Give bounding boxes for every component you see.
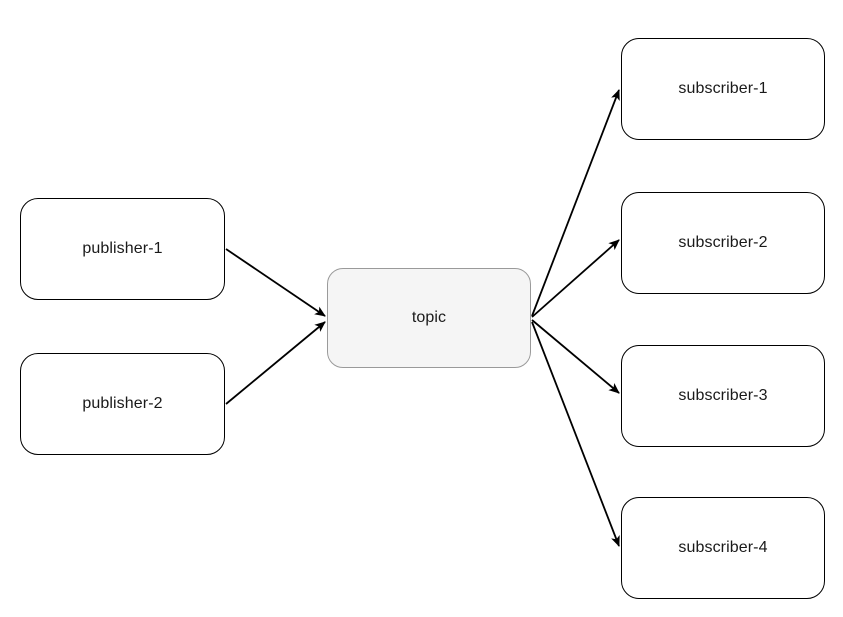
node-subscriber-1[interactable]: subscriber-1 xyxy=(621,38,825,140)
node-label: subscriber-4 xyxy=(678,539,768,557)
edge-topic-subscriber-2 xyxy=(531,239,620,318)
node-subscriber-3[interactable]: subscriber-3 xyxy=(621,345,825,447)
node-label: subscriber-2 xyxy=(678,234,768,252)
edge-topic-subscriber-3 xyxy=(531,319,620,394)
node-label: subscriber-1 xyxy=(678,80,768,98)
edge-group xyxy=(225,89,620,547)
node-subscriber-4[interactable]: subscriber-4 xyxy=(621,497,825,599)
node-topic[interactable]: topic xyxy=(327,268,531,368)
node-publisher-1[interactable]: publisher-1 xyxy=(20,198,225,300)
node-label: topic xyxy=(411,309,447,327)
edge-topic-subscriber-1 xyxy=(531,89,620,317)
edge-topic-subscriber-4 xyxy=(531,321,620,547)
node-label: subscriber-3 xyxy=(678,387,768,405)
edge-publisher-2-topic xyxy=(225,321,326,405)
node-label: publisher-2 xyxy=(82,395,163,413)
node-publisher-2[interactable]: publisher-2 xyxy=(20,353,225,455)
node-subscriber-2[interactable]: subscriber-2 xyxy=(621,192,825,294)
edge-publisher-1-topic xyxy=(225,248,326,317)
node-label: publisher-1 xyxy=(82,240,163,258)
